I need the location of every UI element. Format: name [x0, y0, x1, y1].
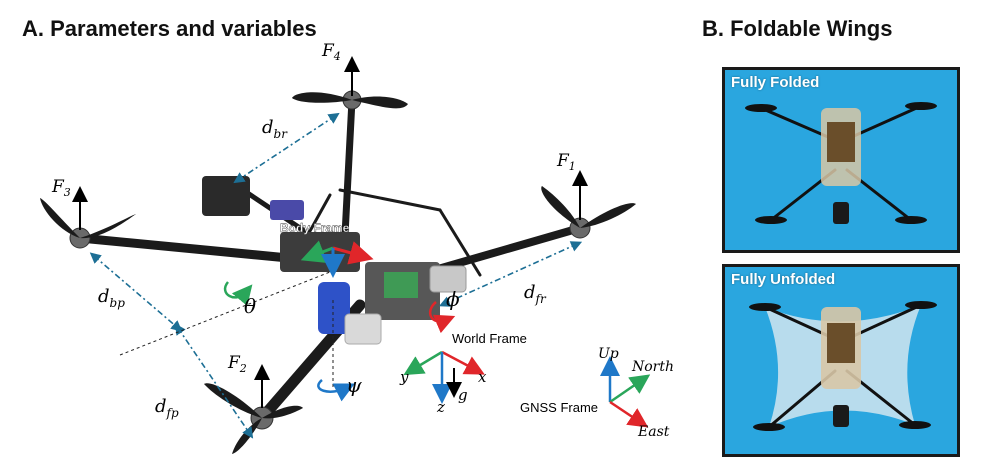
photo-fully-unfolded: Fully Unfolded	[722, 264, 960, 457]
photo-fully-folded: Fully Folded	[722, 67, 960, 253]
panel-a-title: A. Parameters and variables	[22, 16, 317, 41]
body-frame-axes	[300, 240, 374, 278]
force-label-f4: F4	[321, 41, 341, 63]
fully-unfolded-label: Fully Unfolded	[731, 271, 836, 288]
folded-drone-illustration	[745, 102, 937, 224]
theta-rotation-arrow	[223, 281, 253, 307]
force-label-f1: F1	[556, 151, 576, 173]
distance-label-dfr: dfr	[524, 282, 547, 306]
world-frame-g-label: g	[458, 386, 468, 404]
world-frame-x-label: x	[478, 368, 487, 386]
world-frame-label: World Frame	[452, 331, 527, 346]
body-frame-label: Body Frame	[280, 221, 350, 235]
reference-lines	[119, 269, 336, 390]
distance-lines	[89, 112, 583, 439]
theta-label: θ	[244, 294, 256, 318]
force-arrows	[72, 56, 588, 408]
distance-label-dbr: dbr	[262, 117, 288, 141]
distance-label-dfp: dfp	[155, 396, 179, 420]
force-label-f2: F2	[227, 353, 247, 375]
unfolded-drone-illustration	[749, 301, 937, 431]
world-frame-y-label: y	[399, 368, 409, 386]
fully-folded-label: Fully Folded	[731, 74, 820, 91]
gnss-up-label: Up	[598, 346, 619, 362]
panel-b-title: B. Foldable Wings	[702, 16, 893, 41]
force-label-f3: F3	[51, 177, 71, 199]
gnss-frame-label: GNSS Frame	[520, 400, 598, 415]
phi-rotation-arrow	[428, 301, 456, 334]
gnss-east-label: East	[637, 424, 670, 440]
distance-label-dbp: dbp	[98, 286, 125, 310]
psi-label: ψ	[346, 373, 362, 397]
gnss-north-label: North	[631, 359, 674, 375]
drone-diagram: F4 F3 F1 F2 dbr dbp dfr dfp θ ϕ ψ Body F…	[40, 41, 674, 454]
gnss-frame-axes	[600, 356, 651, 428]
psi-rotation-arrow	[317, 379, 355, 402]
phi-label: ϕ	[446, 287, 460, 311]
world-frame-axes	[403, 350, 485, 404]
world-frame-z-label: z	[436, 398, 445, 416]
